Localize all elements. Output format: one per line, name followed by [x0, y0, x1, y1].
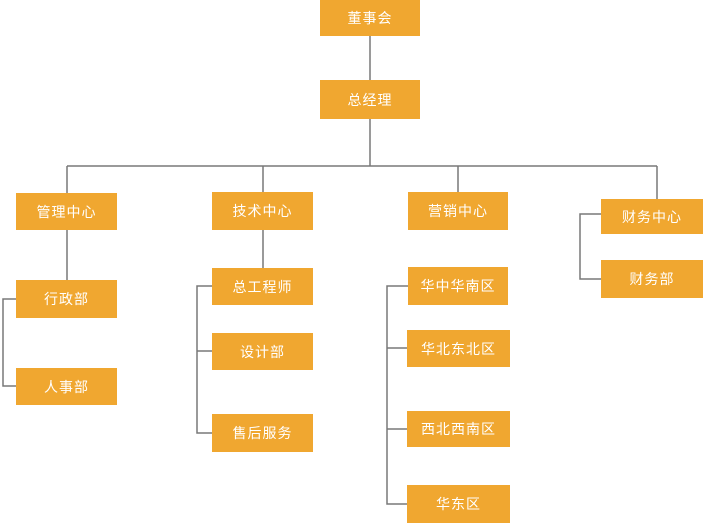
node-hr-department[interactable]: 人事部: [16, 368, 117, 405]
node-general-manager[interactable]: 总经理: [320, 80, 420, 119]
node-northwest-southwest-region[interactable]: 西北西南区: [407, 411, 510, 447]
node-finance-center[interactable]: 财务中心: [601, 199, 703, 234]
node-board-of-directors[interactable]: 董事会: [320, 0, 420, 36]
node-north-northeast-region[interactable]: 华北东北区: [407, 330, 510, 367]
node-east-china-region[interactable]: 华东区: [407, 485, 510, 523]
node-technology-center[interactable]: 技术中心: [212, 192, 313, 230]
node-design-department[interactable]: 设计部: [212, 333, 313, 370]
connector-bracket-mgmt: [2, 298, 16, 387]
connector-bracket-tech: [196, 285, 212, 434]
node-after-sales-service[interactable]: 售后服务: [212, 414, 313, 452]
node-marketing-center[interactable]: 营销中心: [408, 192, 508, 230]
node-finance-department[interactable]: 财务部: [601, 260, 703, 298]
node-central-south-region[interactable]: 华中华南区: [408, 267, 508, 305]
node-admin-department[interactable]: 行政部: [16, 280, 117, 318]
node-chief-engineer[interactable]: 总工程师: [212, 268, 313, 305]
node-management-center[interactable]: 管理中心: [16, 193, 117, 230]
connector-bracket-marketing: [386, 285, 408, 505]
connector-bracket-finance: [579, 213, 601, 280]
